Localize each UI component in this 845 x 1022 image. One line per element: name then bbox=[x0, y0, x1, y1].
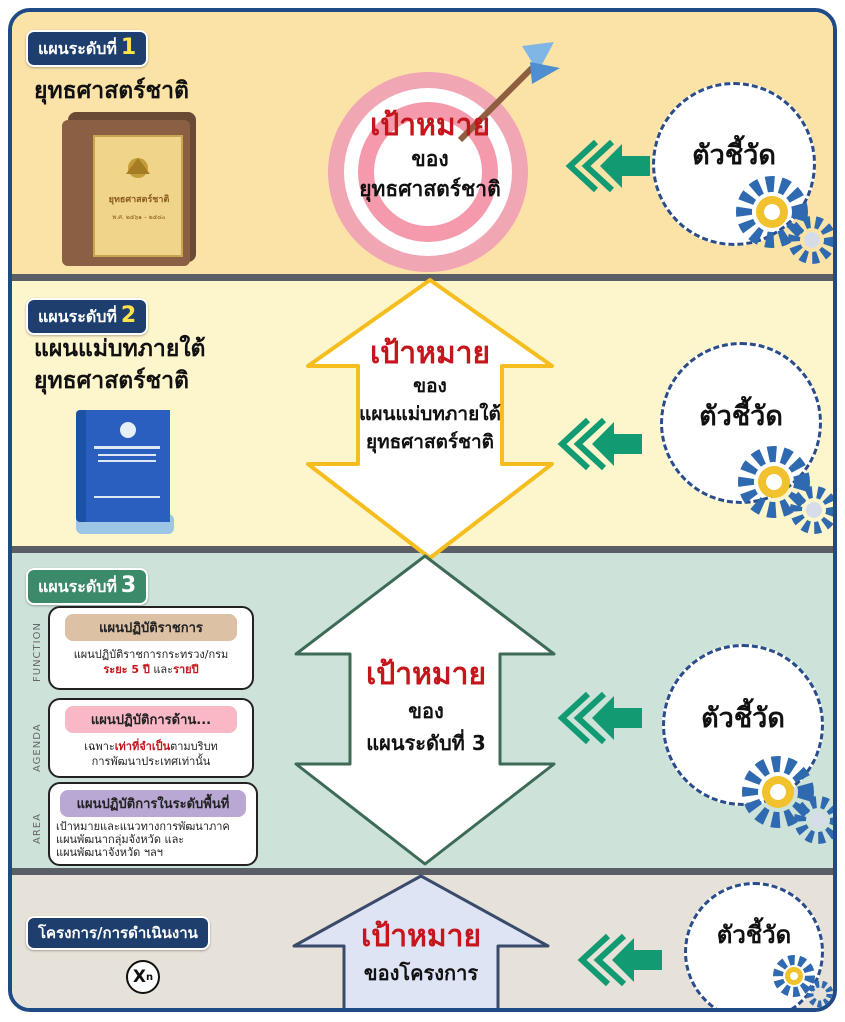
level1-target-head: เป้าหมาย bbox=[369, 108, 491, 143]
level1-target-line2: ยุทธศาสตร์ชาติ bbox=[359, 177, 501, 201]
level4-target-head: เป้าหมาย bbox=[360, 919, 482, 954]
level2-target-line2: แผนแม่บทภายใต้ bbox=[359, 403, 501, 425]
card-head: แผนปฏิบัติราชการ bbox=[65, 614, 237, 641]
level3-target-head: เป้าหมาย bbox=[365, 657, 487, 692]
level3-tag: แผนระดับที่3 bbox=[26, 568, 149, 605]
gear-icon bbox=[738, 446, 833, 534]
level2-tag: แผนระดับที่2 bbox=[26, 298, 149, 335]
level1-target-line1: ของ bbox=[411, 147, 449, 171]
diagram-frame: แผนระดับที่1 ยุทธศาสตร์ชาติ ยุทธศาสตร์ชา… bbox=[8, 8, 837, 1012]
strategy-book-icon bbox=[62, 112, 196, 266]
level2-target-line1: ของ bbox=[413, 375, 447, 397]
level1-title: ยุทธศาสตร์ชาติ bbox=[34, 78, 189, 104]
card-body-line: เป้าหมายและแนวทางการพัฒนาภาค bbox=[56, 820, 230, 833]
level2-target-head: เป้าหมาย bbox=[369, 336, 491, 371]
arrow-left-icon bbox=[577, 933, 662, 987]
card-highlight: ระยะ 5 ปี bbox=[103, 663, 150, 676]
card-body-line: ระยะ 5 ปี และรายปี bbox=[50, 662, 252, 677]
card-side-label: FUNCTION bbox=[32, 622, 43, 682]
separator bbox=[12, 1009, 833, 1012]
gear-icon bbox=[773, 955, 833, 1008]
level2-title-line2: ยุทธศาสตร์ชาติ bbox=[34, 368, 189, 394]
level3-target-line1: ของ bbox=[408, 699, 444, 723]
card-body-line: แผนปฏิบัติราชการกระทรวง/กรม bbox=[73, 648, 229, 661]
level4-indicator: ตัวชี้วัด bbox=[684, 882, 824, 1008]
target-icon bbox=[328, 42, 560, 272]
level4-tag: โครงการ/การดำเนินงาน bbox=[26, 916, 210, 950]
xn-letter: X bbox=[132, 967, 146, 987]
card-body: เป้าหมายและแนวทางการพัฒนาภาค แผนพัฒนากลุ… bbox=[50, 820, 256, 859]
level2-target-text: เป้าหมาย ของ แผนแม่บทภายใต้ ยุทธศาสตร์ชา… bbox=[328, 336, 532, 456]
level3-double-arrow bbox=[294, 554, 556, 866]
card-highlight: เท่าที่จำเป็น bbox=[114, 740, 171, 753]
card-body-line: แผนพัฒนากลุ่มจังหวัด และ bbox=[56, 833, 185, 846]
level2-title-line1: แผนแม่บทภายใต้ bbox=[34, 336, 206, 362]
level2-tag-label: แผนระดับที่ bbox=[38, 307, 117, 326]
card-body-line: แผนพัฒนาจังหวัด ฯลฯ bbox=[56, 846, 163, 859]
plan-card-function: แผนปฏิบัติราชการ แผนปฏิบัติราชการกระทรวง… bbox=[48, 606, 254, 690]
gear-icon bbox=[736, 176, 833, 264]
card-text: ตามบริบท bbox=[170, 740, 218, 753]
gear-icon bbox=[742, 756, 833, 844]
book-title: ยุทธศาสตร์ชาติ bbox=[108, 195, 170, 205]
card-highlight: รายปี bbox=[173, 663, 199, 676]
card-text: และ bbox=[149, 663, 174, 676]
level4-target-line1: ของโครงการ bbox=[363, 961, 479, 985]
card-head: แผนปฏิบัติการในระดับพื้นที่ bbox=[60, 790, 246, 817]
level4-target-text: เป้าหมาย ของโครงการ bbox=[328, 918, 514, 990]
card-body: เฉพาะเท่าที่จำเป็นตามบริบท การพัฒนาประเท… bbox=[50, 739, 252, 769]
card-text: เฉพาะ bbox=[84, 740, 115, 753]
arrow-left-icon bbox=[557, 417, 642, 471]
card-body: แผนปฏิบัติราชการกระทรวง/กรม ระยะ 5 ปี แล… bbox=[50, 647, 252, 677]
card-side-label: AREA bbox=[32, 813, 43, 844]
level3-indicator-label: ตัวชี้วัด bbox=[701, 702, 785, 734]
level2-indicator: ตัวชี้วัด bbox=[660, 342, 822, 504]
level1-target-text: เป้าหมาย ของ ยุทธศาสตร์ชาติ bbox=[330, 108, 530, 204]
level3-tag-label: แผนระดับที่ bbox=[38, 577, 117, 596]
card-side-label: AGENDA bbox=[32, 723, 43, 772]
level1-tag-label: แผนระดับที่ bbox=[38, 39, 117, 58]
separator bbox=[12, 868, 833, 875]
separator bbox=[12, 274, 833, 281]
level2-target-line3: ยุทธศาสตร์ชาติ bbox=[365, 431, 495, 453]
arrow-left-icon bbox=[565, 139, 650, 193]
level1-indicator: ตัวชี้วัด bbox=[652, 82, 816, 246]
book-years: พ.ศ. ๒๕๖๑ – ๒๕๘๐ bbox=[112, 214, 166, 221]
level3-tag-number: 3 bbox=[120, 573, 137, 598]
level3-target-text: เป้าหมาย ของ แผนระดับที่ 3 bbox=[326, 656, 526, 758]
level3-target-line2: แผนระดับที่ 3 bbox=[366, 731, 486, 755]
arrow-left-icon bbox=[557, 691, 642, 745]
level1-tag-number: 1 bbox=[120, 35, 137, 60]
level4-indicator-label: ตัวชี้วัด bbox=[716, 920, 792, 949]
level2-indicator-label: ตัวชี้วัด bbox=[699, 400, 783, 432]
level1-tag: แผนระดับที่1 bbox=[26, 30, 149, 67]
xn-subscript: n bbox=[145, 971, 154, 983]
card-body-line: การพัฒนาประเทศเท่านั้น bbox=[91, 755, 211, 768]
plan-card-area: แผนปฏิบัติการในระดับพื้นที่ เป้าหมายและแ… bbox=[48, 782, 258, 866]
level2-tag-number: 2 bbox=[120, 303, 137, 328]
masterplan-book-icon bbox=[76, 410, 174, 534]
level1-indicator-label: ตัวชี้วัด bbox=[692, 139, 776, 171]
plan-card-agenda: แผนปฏิบัติการด้าน... เฉพาะเท่าที่จำเป็นต… bbox=[48, 698, 254, 778]
card-body-line: เฉพาะเท่าที่จำเป็นตามบริบท bbox=[50, 739, 252, 754]
level4-up-arrow bbox=[292, 874, 550, 1008]
card-head: แผนปฏิบัติการด้าน... bbox=[65, 706, 237, 733]
